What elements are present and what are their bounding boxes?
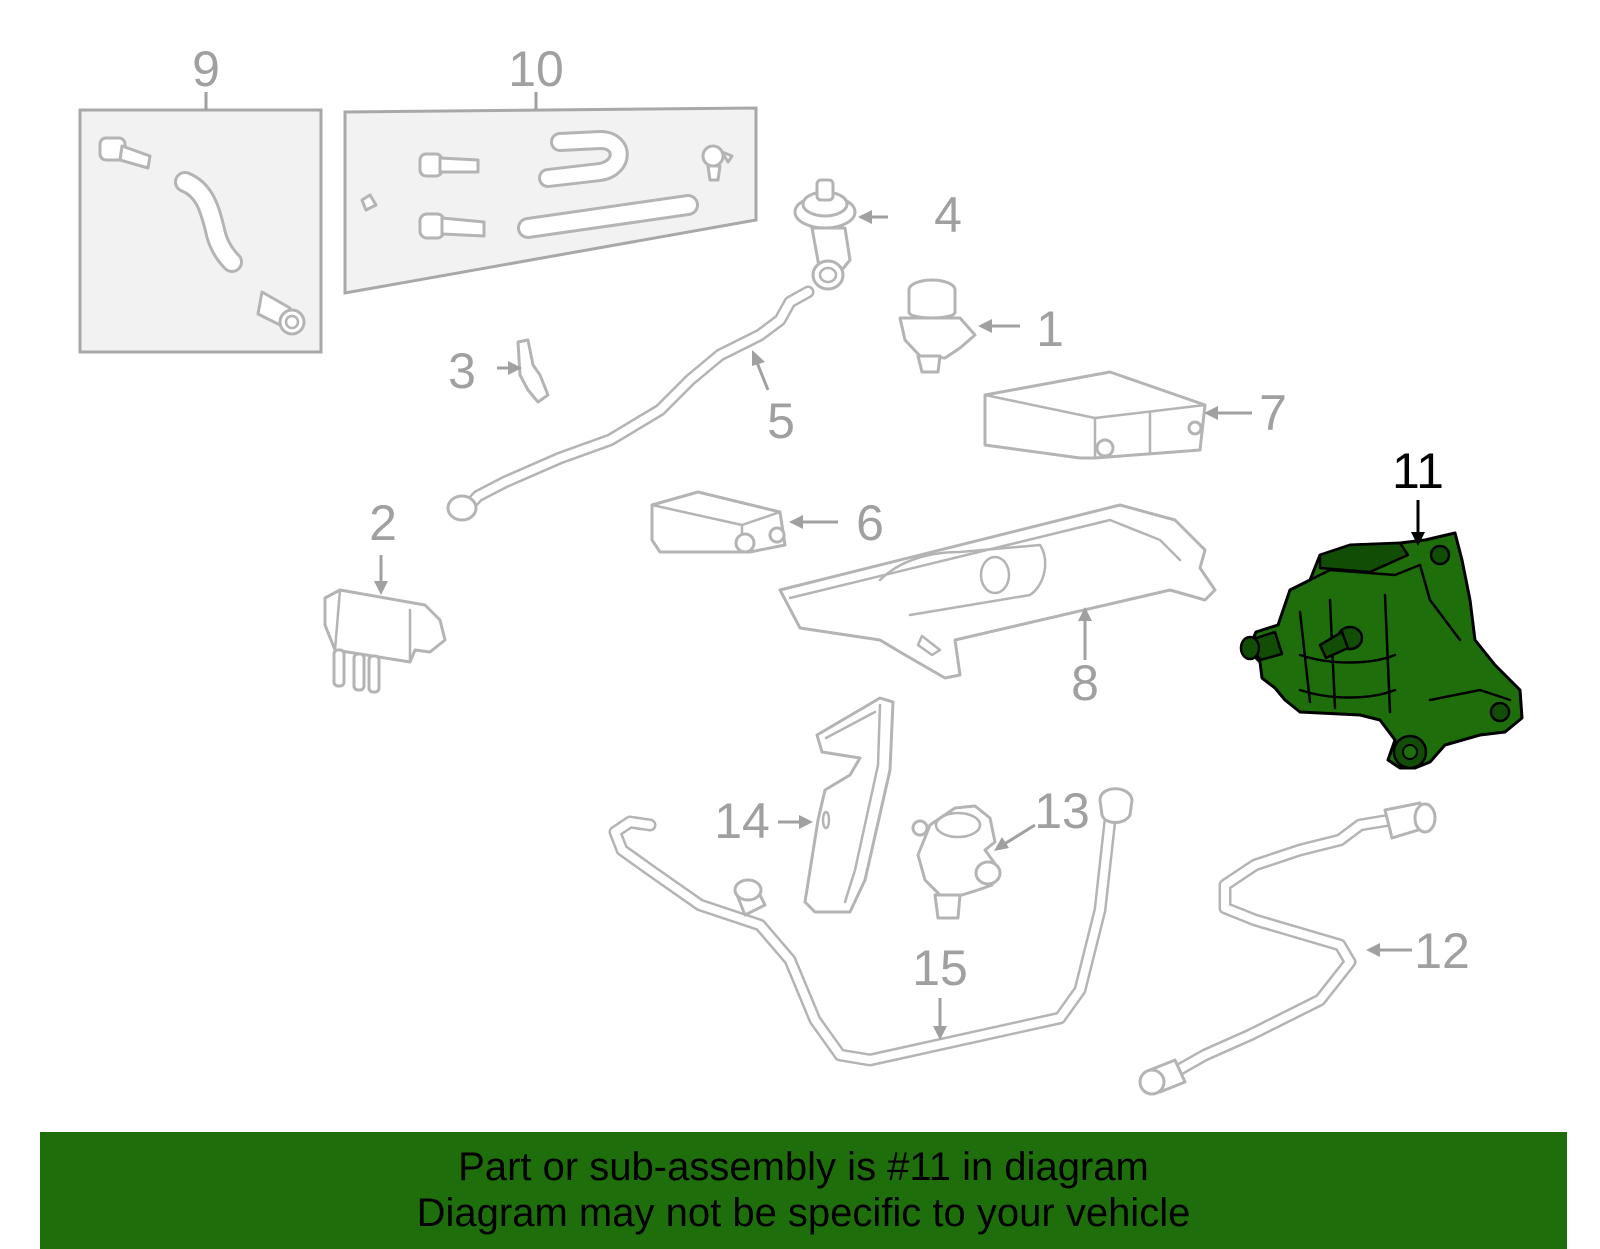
part-6-canister[interactable]: [650, 490, 838, 554]
part-15-tube[interactable]: [608, 787, 1134, 1067]
part-3-sensor[interactable]: [497, 338, 550, 404]
callout-2[interactable]: 2: [369, 495, 397, 551]
callout-7[interactable]: 7: [1259, 385, 1287, 441]
callout-5[interactable]: 5: [767, 393, 795, 449]
kit-box-9[interactable]: [78, 92, 323, 354]
kit10-bolt-upper: [418, 152, 480, 178]
kit10-connector: [701, 144, 734, 182]
part-1-solenoid[interactable]: [898, 278, 1020, 374]
callout-9[interactable]: 9: [192, 41, 220, 97]
callout-8[interactable]: 8: [1071, 655, 1099, 711]
kit10-straight-hose: [517, 194, 699, 239]
callout-10[interactable]: 10: [508, 41, 564, 97]
kit10-small-clip: [360, 193, 378, 212]
kit9-fitting: [256, 290, 306, 336]
callout-4[interactable]: 4: [934, 187, 962, 243]
callout-6[interactable]: 6: [856, 495, 884, 551]
kit9-bolt: [98, 136, 152, 170]
banner-line-2: Diagram may not be specific to your vehi…: [416, 1191, 1191, 1235]
part-11-highlighted-assembly[interactable]: [1239, 500, 1524, 770]
banner-line-1: Part or sub-assembly is #11 in diagram: [458, 1145, 1149, 1189]
kit9-hose: [174, 171, 243, 273]
callout-13[interactable]: 13: [1034, 783, 1090, 839]
callout-11[interactable]: 11: [1392, 443, 1444, 499]
callout-15[interactable]: 15: [912, 940, 968, 996]
part-14-bracket[interactable]: [778, 696, 895, 914]
part-2-pressure-sensor[interactable]: [323, 555, 447, 694]
callout-3[interactable]: 3: [448, 343, 476, 399]
part-5-egr-tube[interactable]: [446, 285, 815, 522]
part-12-tube[interactable]: [1138, 801, 1437, 1096]
callout-1[interactable]: 1: [1036, 301, 1064, 357]
info-banner: Part or sub-assembly is #11 in diagram D…: [40, 1132, 1567, 1249]
part-13-regulator[interactable]: [911, 804, 1036, 920]
kit10-u-hose: [538, 130, 629, 188]
part-7-canister[interactable]: [983, 370, 1252, 460]
kit-box-10[interactable]: [343, 92, 758, 295]
callout-12[interactable]: 12: [1414, 923, 1470, 979]
part-8-tray[interactable]: [778, 503, 1217, 680]
callout-14[interactable]: 14: [714, 793, 770, 849]
part-4-egr-valve[interactable]: [793, 178, 888, 291]
kit10-bolt-lower: [418, 212, 486, 240]
